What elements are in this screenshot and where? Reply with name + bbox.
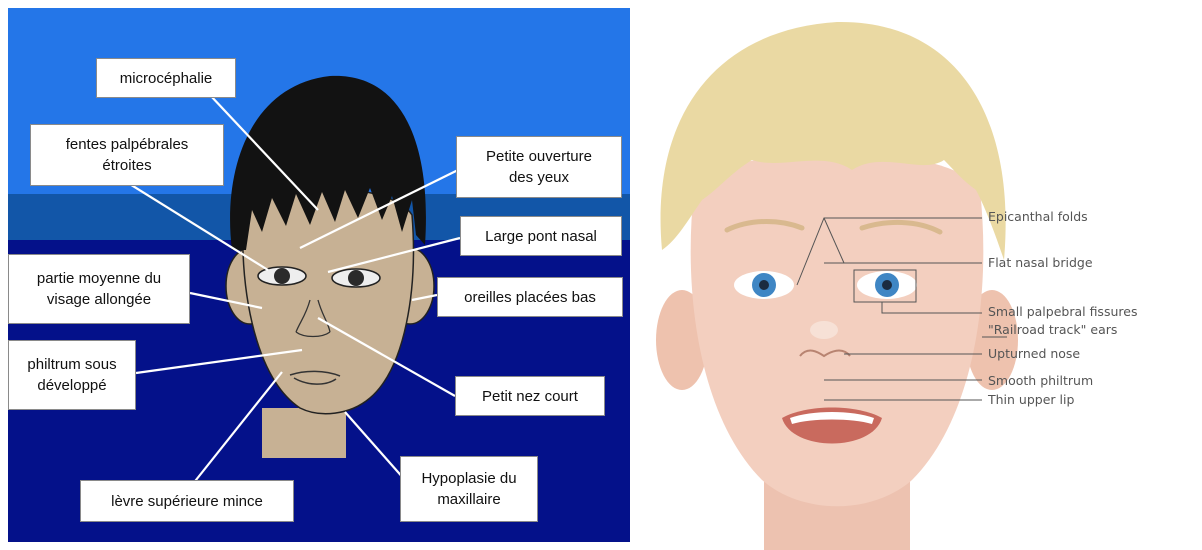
label-microcephaly: microcéphalie [96, 58, 236, 98]
label-thin-upper-lip: Thin upper lip [988, 392, 1074, 408]
label-small-palpebral-fissures: Small palpebral fissures [988, 304, 1137, 320]
left-illustration-panel: microcéphalie fentes palpébrales étroite… [0, 0, 632, 550]
label-smooth-philtrum: Smooth philtrum [988, 373, 1093, 389]
label-underdeveloped-philtrum: philtrum sous développé [8, 340, 136, 410]
label-flat-nasal-bridge: Flat nasal bridge [988, 255, 1093, 271]
left-pupil [274, 268, 290, 284]
label-thin-upper-lip: lèvre supérieure mince [80, 480, 294, 522]
realistic-face-illustration [632, 0, 1202, 550]
right-illustration-panel: Epicanthal folds Flat nasal bridge Small… [632, 0, 1202, 550]
label-maxillary-hypoplasia: Hypoplasie du maxillaire [400, 456, 538, 522]
neck [262, 408, 346, 458]
label-small-eye-opening: Petite ouverture des yeux [456, 136, 622, 198]
label-upturned-nose: Upturned nose [988, 346, 1080, 362]
label-low-set-ears: oreilles placées bas [437, 277, 623, 317]
label-wide-nasal-bridge: Large pont nasal [460, 216, 622, 256]
right-pupil [348, 270, 364, 286]
nose-highlight [810, 321, 838, 339]
label-epicanthal-folds: Epicanthal folds [988, 209, 1088, 225]
label-short-nose: Petit nez court [455, 376, 605, 416]
label-elongated-midface: partie moyenne du visage allongée [8, 254, 190, 324]
label-railroad-track-ears: "Railroad track" ears [988, 322, 1117, 338]
right-pupil [882, 280, 892, 290]
label-narrow-fissures: fentes palpébrales étroites [30, 124, 224, 186]
left-pupil [759, 280, 769, 290]
